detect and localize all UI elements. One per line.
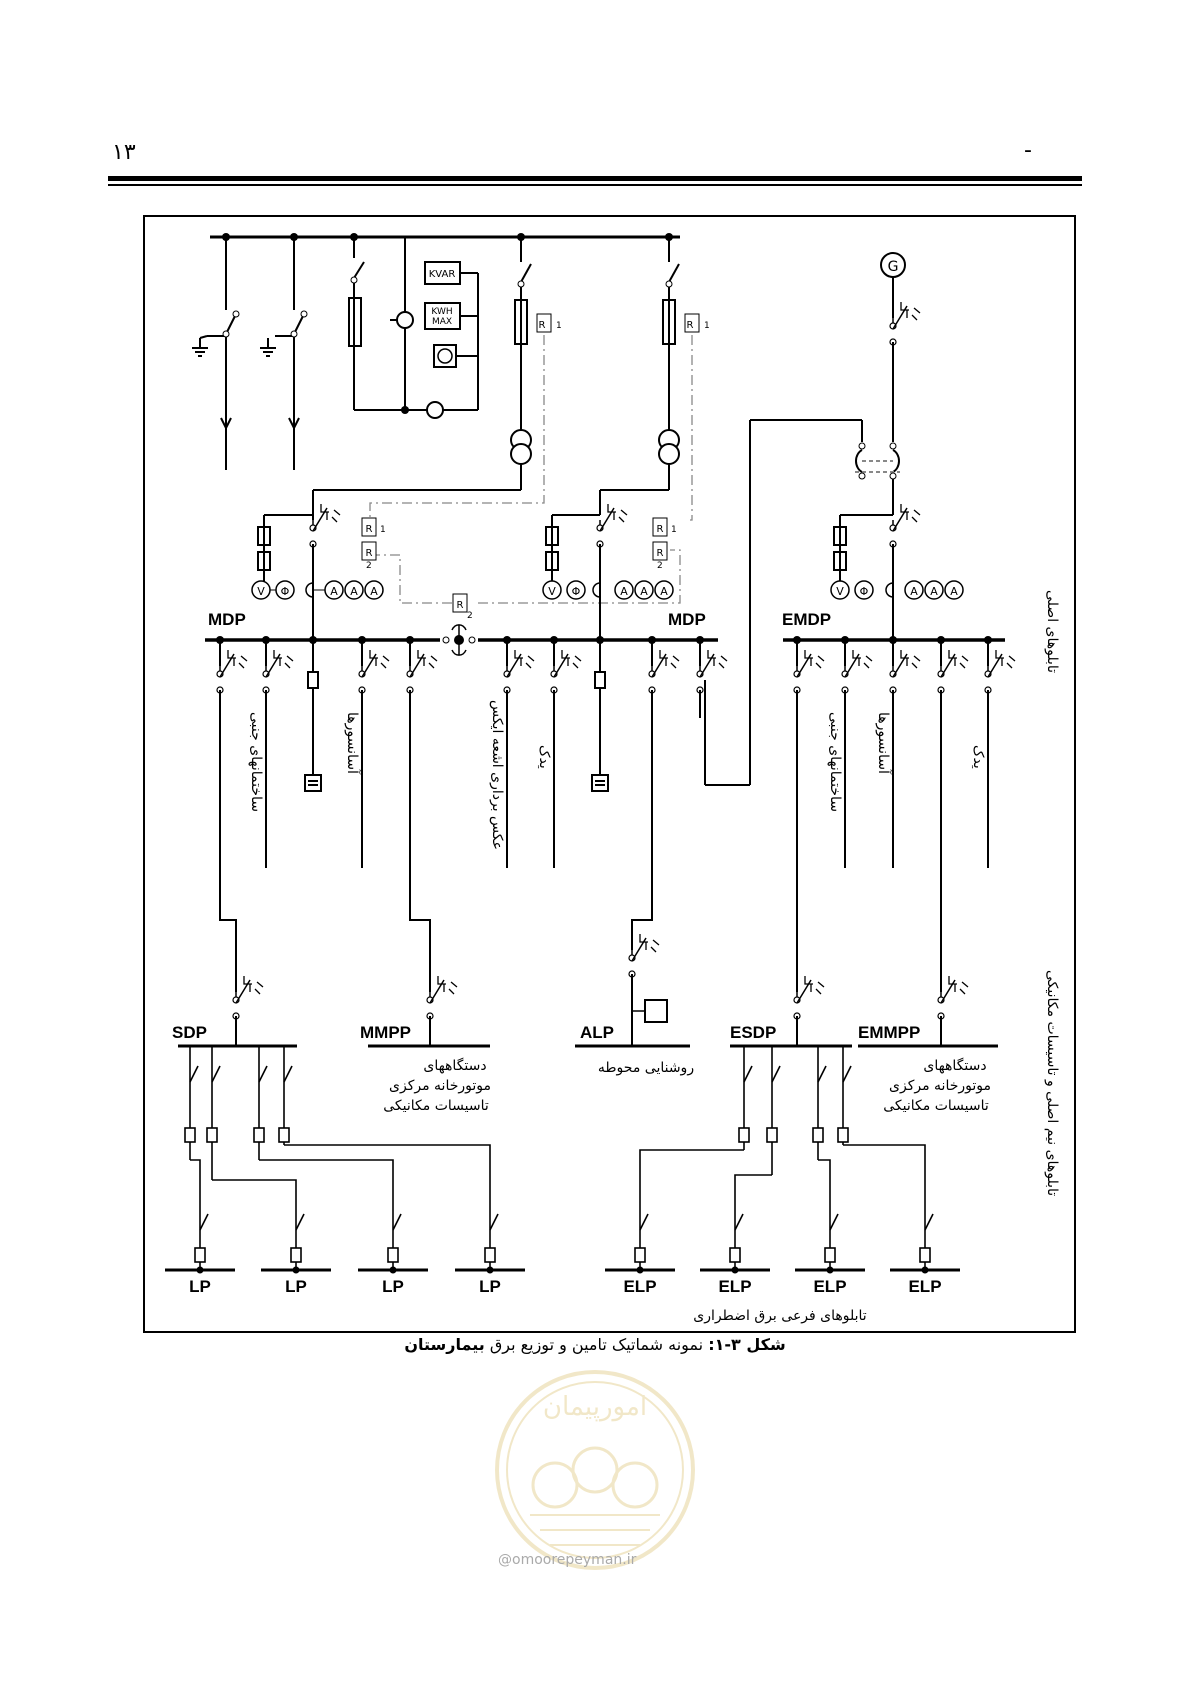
ammeter-2b: A (640, 585, 648, 598)
ammeter-1a: A (330, 585, 338, 598)
mmpp-desc-1: دستگاههای (423, 1057, 486, 1074)
grounding-feeder-2 (260, 237, 305, 470)
mmpp-desc-3: تاسیسات مکانیکی (383, 1098, 489, 1114)
relay-r1-mdp2: R (657, 524, 664, 535)
ats-transfer-switch (855, 449, 900, 473)
bus-tie-breaker (442, 624, 476, 656)
emdp-incomer (833, 503, 921, 640)
relay-r2-tie: R (457, 600, 464, 611)
relay-r1-mdp1: R (366, 524, 373, 535)
figure-caption: شکل ۳-۱: نمونه شماتیک تامین و توزیع برق … (395, 1335, 795, 1354)
grounding-feeder-1 (192, 237, 237, 470)
emmpp-desc-1: دستگاههای (923, 1057, 986, 1074)
ammeter-2a: A (620, 585, 628, 598)
generator-label: G (888, 259, 899, 275)
mmpp-desc-2: موتورخانه مرکزی (389, 1078, 491, 1094)
relay-r1-tr2: R (687, 320, 694, 331)
transformer-feeder-2 (599, 237, 680, 515)
feeder-label-spare-1: یدک (536, 745, 552, 769)
watermark-logo: امورپیمان (495, 1370, 695, 1570)
feeder-label-xray: عکس برداری اشعه ایکس (489, 700, 505, 850)
watermark-logo-text: امورپیمان (543, 1392, 647, 1422)
phase-meter-1: Φ (281, 585, 290, 598)
relay-r2-mdp1: R (366, 548, 373, 559)
relay-r2-sub-tie: 2 (467, 611, 473, 621)
mdp-left-label: MDP (208, 610, 246, 629)
lp-label-1: LP (189, 1277, 211, 1296)
ammeter-3a: A (910, 585, 918, 598)
caption-bold-end: بیمارستان (404, 1335, 485, 1354)
header-dash: - (1024, 138, 1032, 163)
side-label-main-panels: تابلوهای اصلی (1044, 590, 1060, 673)
ammeter-1b: A (350, 585, 358, 598)
alp-label: ALP (580, 1023, 614, 1042)
ammeter-1c: A (370, 585, 378, 598)
relay-r2-mdp2: R (657, 548, 664, 559)
relay-r1-sub-mdp2: 1 (671, 525, 677, 535)
lp-label-3: LP (382, 1277, 404, 1296)
feeder-label-spare-2: یدک (970, 745, 986, 769)
side-label-semi-main-panels: تابلوهای نیم اصلی و تاسیسات مکانیکی (1044, 970, 1060, 1196)
header-rule-thick (108, 176, 1082, 181)
emmpp-desc-3: تاسیسات مکانیکی (883, 1098, 989, 1114)
transformer-feeder-1 (312, 237, 532, 515)
metering-branch (348, 237, 479, 411)
kwh-max-label: MAX (432, 317, 452, 327)
elp-label-2: ELP (718, 1277, 751, 1296)
feeder-cables (219, 690, 989, 992)
subpanel-breakers (232, 933, 969, 1046)
voltmeter-1: V (257, 585, 265, 598)
relay-r2-sub-mdp1: 2 (366, 561, 372, 571)
ammeter-3b: A (930, 585, 938, 598)
feeder-label-elevators-1: آسانسورها (344, 712, 361, 775)
voltmeter-3: V (836, 585, 844, 598)
mdp-right-label: MDP (668, 610, 706, 629)
page-number: ۱۳ (112, 140, 136, 165)
feeder-label-elevators-2: آسانسورها (875, 712, 892, 775)
relay-r2-sub-mdp2: 2 (657, 561, 663, 571)
relay-r1-tr1: R (539, 320, 546, 331)
caption-main: نمونه شماتیک تامین و توزیع برق (484, 1335, 709, 1354)
phase-meter-3: Φ (860, 585, 869, 598)
emmpp-desc-2: موتورخانه مرکزی (889, 1078, 991, 1094)
emdp-label: EMDP (782, 610, 831, 629)
elp-label-3: ELP (813, 1277, 846, 1296)
emmpp-label: EMMPP (858, 1023, 920, 1042)
ammeter-2c: A (660, 585, 668, 598)
sdp-outgoing (184, 1046, 491, 1200)
lp-elp-drops (194, 1200, 934, 1270)
ammeter-3c: A (950, 585, 958, 598)
feeder-breakers (216, 640, 1016, 792)
mmpp-label: MMPP (360, 1023, 411, 1042)
watermark-url: @omoorepeyman.ir (498, 1552, 637, 1568)
header-rule-thin (108, 184, 1082, 186)
protection-signal-lines (369, 335, 693, 604)
lp-label-4: LP (479, 1277, 501, 1296)
kwh-meter-label: KWH (431, 307, 452, 317)
ammeters-1 (313, 580, 384, 600)
lp-label-2: LP (285, 1277, 307, 1296)
mdp1-incomer (257, 503, 341, 640)
caption-prefix: شکل ۳-۱: (708, 1335, 786, 1354)
elp-label-1: ELP (623, 1277, 656, 1296)
generator-feeder (704, 277, 921, 786)
emergency-subpanels-label: تابلوهای فرعی برق اضطراری (693, 1308, 867, 1324)
esdp-outgoing (639, 1046, 926, 1200)
diagram-frame (143, 215, 1076, 1333)
phase-meter-2: Φ (572, 585, 581, 598)
esdp-label: ESDP (730, 1023, 776, 1042)
relay-r1-sub-tr1: 1 (556, 321, 562, 331)
relay-r1-sub-mdp1: 1 (380, 525, 386, 535)
voltmeter-2: V (548, 585, 556, 598)
sdp-label: SDP (172, 1023, 207, 1042)
relay-r1-sub-tr2: 1 (704, 321, 710, 331)
mdp2-incomer (545, 503, 628, 640)
feeder-label-aux-buildings-2: ساختمانهای جنبی (827, 712, 843, 812)
kvar-meter: KVAR (429, 269, 456, 280)
elp-label-4: ELP (908, 1277, 941, 1296)
alp-desc: روشنایی محوطه (598, 1060, 694, 1076)
feeder-label-aux-buildings-1: ساختمانهای جنبی (248, 712, 264, 812)
